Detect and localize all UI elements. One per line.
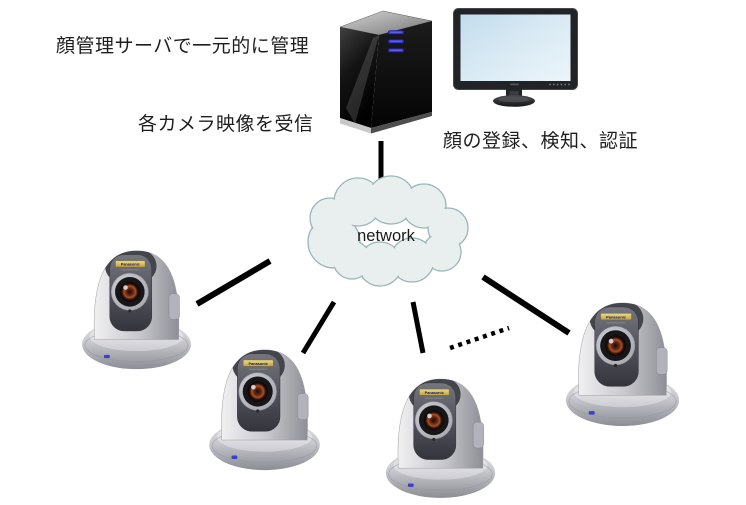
monitor-brand-mark: [510, 83, 519, 86]
label-server-management: 顔管理サーバで一元的に管理: [56, 36, 310, 57]
monitor-neck-inner: [509, 91, 519, 99]
monitor-screen: [460, 14, 571, 81]
dotted-more-cameras-line: [449, 325, 510, 351]
monitor-icon: [453, 8, 578, 107]
network-camera-3: [383, 373, 498, 502]
line-cloud-to-camera-1: [195, 258, 272, 307]
monitor-base-highlight: [498, 96, 530, 103]
server-base-strip: [340, 118, 371, 134]
label-face-functions: 顔の登録、検知、認証: [443, 131, 639, 152]
network-cloud: network: [307, 175, 469, 287]
server-base-strip-right: [371, 112, 432, 134]
cloud-fill: [309, 177, 467, 285]
server-front-face: [371, 21, 432, 128]
line-cloud-to-camera-3: [410, 301, 426, 354]
network-label: network: [357, 227, 416, 245]
server-gloss: [346, 35, 379, 124]
monitor-buttons: [549, 83, 570, 86]
label-receive-video: 各カメラ映像を受信: [138, 114, 314, 135]
server-icon: [339, 10, 433, 134]
server-leds: [387, 30, 405, 53]
network-camera-4: [562, 298, 683, 429]
network-camera-1: [78, 246, 195, 372]
line-cloud-to-camera-2: [300, 300, 337, 355]
network-camera-2: [205, 345, 324, 473]
server-side-face: [340, 27, 379, 128]
line-cloud-to-camera-4: [481, 274, 571, 336]
